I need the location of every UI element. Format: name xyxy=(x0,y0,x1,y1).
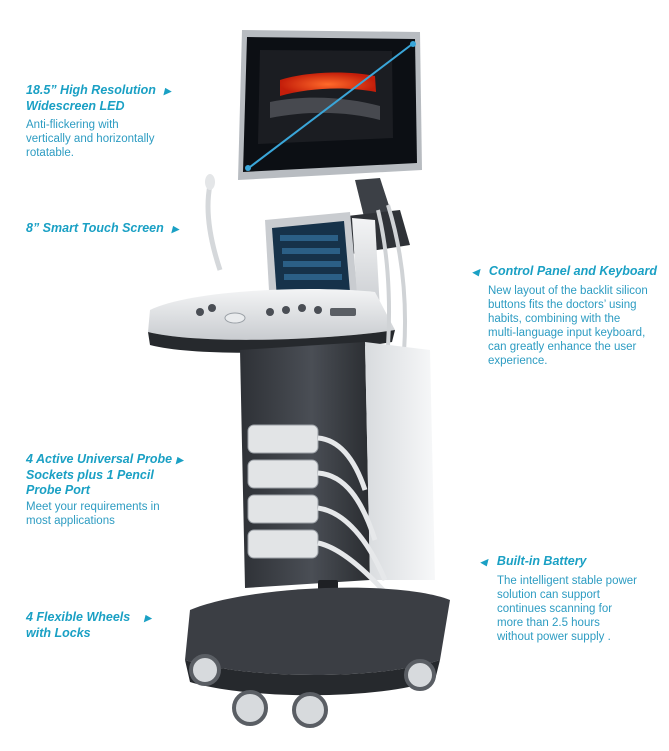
desc-line: more than 2.5 hours xyxy=(497,617,600,629)
probe-socket xyxy=(247,529,319,559)
knob-icon xyxy=(298,304,306,312)
feature-battery-heading-line1: Built-in Battery xyxy=(496,554,587,568)
probe-cable xyxy=(317,470,378,541)
feature-control-panel-callout: ◀ Control Panel and Keyboard New layout o… xyxy=(472,264,657,368)
desc-line: continues scanning for xyxy=(497,603,613,615)
desc-line: solution can support xyxy=(497,589,600,601)
touch-button-row xyxy=(284,274,342,280)
feature-probe-heading-line1: 4 Active Universal Probe xyxy=(26,452,173,466)
feature-control-panel-heading-line1: Control Panel and Keyboard xyxy=(488,264,658,278)
probe-sockets xyxy=(247,424,394,602)
feature-probe-sockets-heading: 4 Active Universal Probe▶ Sockets plus 1… xyxy=(26,452,183,498)
wheel-icon xyxy=(292,692,328,728)
monitor xyxy=(238,30,422,180)
trackball-icon xyxy=(224,312,246,324)
touch-button-row xyxy=(282,248,340,254)
probe-socket xyxy=(247,424,319,454)
ultrasound-machine-illustration xyxy=(148,30,450,728)
feature-monitor-heading-line1: 18.5” High Resolution xyxy=(26,83,156,97)
arrow-right-icon: ▶ xyxy=(176,455,184,465)
feature-battery-callout: ◀ Built-in Battery The intelligent stable… xyxy=(480,554,637,644)
feature-probe-sockets-description: Meet your requirements in most applicati… xyxy=(26,500,183,528)
desc-line: without power supply . xyxy=(497,631,611,643)
feature-wheels-callout: 4 Flexible Wheels ▶ with Locks xyxy=(26,610,151,641)
desc-line: experience. xyxy=(488,355,548,367)
desc-line: rotatable. xyxy=(26,147,74,159)
desc-line: habits, combining with the xyxy=(488,313,621,325)
base xyxy=(185,587,450,675)
desc-line: most applications xyxy=(26,515,115,527)
feature-monitor-description: Anti-flickering with vertically and hori… xyxy=(26,118,171,160)
arrow-right-icon: ▶ xyxy=(144,613,152,623)
arrow-right-icon: ▶ xyxy=(171,224,179,234)
feature-probe-heading-line2: Sockets plus 1 Pencil xyxy=(26,468,154,482)
feature-control-panel-description: New layout of the backlit silicon button… xyxy=(488,284,657,368)
feature-monitor-heading: 18.5” High Resolution ▶ Widescreen LED xyxy=(26,83,171,114)
feature-wheels-heading-line2: with Locks xyxy=(26,626,91,640)
knob-icon xyxy=(208,304,216,312)
screen-diagonal-indicator xyxy=(245,41,416,171)
feature-touchscreen-heading-line1: 8” Smart Touch Screen xyxy=(26,221,164,235)
knob-column xyxy=(352,218,380,312)
touch-screen-display xyxy=(272,221,350,299)
diagonal-endpoint-icon xyxy=(245,165,251,171)
probe-cable xyxy=(317,435,368,491)
desc-line: New layout of the backlit silicon xyxy=(488,285,648,297)
knob-icon xyxy=(266,308,274,316)
wheel-icon xyxy=(232,690,268,726)
arrow-left-icon: ◀ xyxy=(472,267,479,277)
probe-icon xyxy=(205,174,215,190)
feature-control-panel-heading: ◀ Control Panel and Keyboard xyxy=(472,264,657,280)
diagonal-endpoint-icon xyxy=(410,41,416,47)
wheel-icon xyxy=(404,659,436,691)
touch-button-row xyxy=(283,261,341,267)
doppler-flow-image xyxy=(280,72,376,96)
feature-monitor-heading-line2: Widescreen LED xyxy=(26,99,125,113)
feature-probe-heading-line3: Probe Port xyxy=(26,483,90,497)
desc-line: buttons fits the doctors’ using xyxy=(488,299,637,311)
feature-wheels-heading: 4 Flexible Wheels ▶ with Locks xyxy=(26,610,151,641)
arrow-right-icon: ▶ xyxy=(163,86,171,96)
touch-button-row xyxy=(280,235,338,241)
knob-icon xyxy=(282,306,290,314)
keyboard-key-icon xyxy=(330,308,356,316)
desc-line: multi-language input keyboard, xyxy=(488,327,646,339)
desc-line: can greatly enhance the user xyxy=(488,341,637,353)
knob-icon xyxy=(196,308,204,316)
desc-line: Meet your requirements in xyxy=(26,501,160,513)
feature-wheels-heading-line1: 4 Flexible Wheels xyxy=(26,610,131,624)
feature-battery-description: The intelligent stable power solution ca… xyxy=(497,574,637,644)
probe-socket xyxy=(247,494,319,524)
probe-cable xyxy=(317,505,388,581)
desc-line: Anti-flickering with xyxy=(26,119,119,131)
desc-line: The intelligent stable power xyxy=(497,575,637,587)
desc-line: vertically and horizontally xyxy=(26,133,155,145)
tissue-image xyxy=(270,97,380,120)
feature-battery-heading: ◀ Built-in Battery xyxy=(480,554,637,570)
probe-socket xyxy=(247,459,319,489)
arrow-left-icon: ◀ xyxy=(480,557,487,567)
feature-touchscreen-heading: 8” Smart Touch Screen ▶ xyxy=(26,221,179,237)
touch-screen xyxy=(265,212,358,308)
cabinet-side-panel xyxy=(365,342,435,580)
knob-icon xyxy=(314,306,322,314)
base-edge xyxy=(185,660,440,696)
feature-touchscreen-callout: 8” Smart Touch Screen ▶ xyxy=(26,221,179,237)
feature-monitor-callout: 18.5” High Resolution ▶ Widescreen LED An… xyxy=(26,83,171,160)
feature-probe-sockets-callout: 4 Active Universal Probe▶ Sockets plus 1… xyxy=(26,452,183,528)
wheels xyxy=(189,654,436,728)
wheel-icon xyxy=(189,654,221,686)
probe-cable xyxy=(205,184,223,271)
ultrasound-image xyxy=(258,50,393,144)
